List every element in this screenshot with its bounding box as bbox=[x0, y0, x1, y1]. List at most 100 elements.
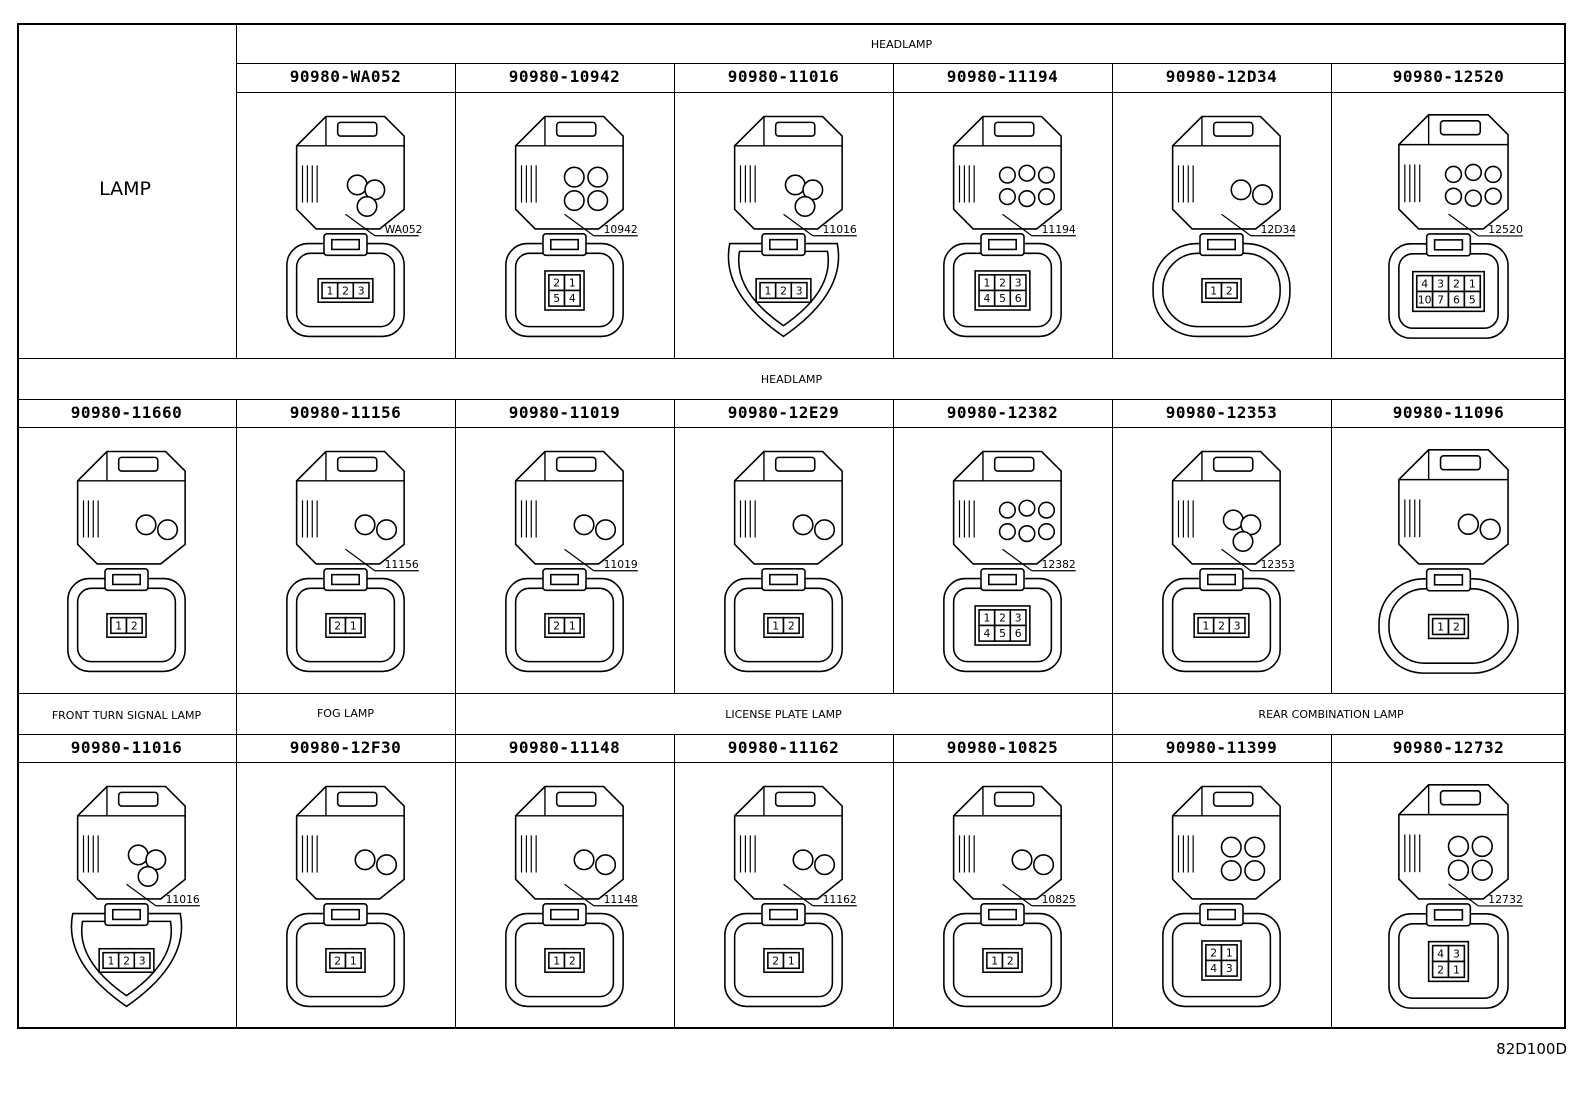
pin-number: 1 bbox=[983, 612, 990, 625]
connector-housing-drawing bbox=[76, 450, 186, 565]
pin-number: 5 bbox=[999, 292, 1006, 305]
grid-line bbox=[455, 399, 456, 693]
pin-number: 2 bbox=[1437, 963, 1444, 976]
pin-number: 1 bbox=[1437, 620, 1444, 633]
callout-label: 11019 bbox=[604, 558, 638, 571]
pin-number: 2 bbox=[123, 954, 130, 967]
connector-housing-drawing bbox=[733, 115, 843, 230]
pin-number: 5 bbox=[1469, 293, 1476, 306]
callout-label: 11156 bbox=[385, 558, 419, 571]
part-number: 90980-WA052 bbox=[289, 67, 402, 86]
grid-line bbox=[17, 427, 1566, 428]
connector-housing-drawing bbox=[1398, 114, 1509, 230]
part-number: 90980-12382 bbox=[946, 403, 1059, 422]
pin-number: 4 bbox=[569, 292, 576, 305]
section-fog-lamp: FOG LAMP bbox=[316, 707, 375, 720]
callout-leader: 11019 bbox=[564, 548, 638, 572]
pin-number: 2 bbox=[1210, 947, 1217, 960]
connector-housing-drawing bbox=[295, 785, 405, 900]
pin-number: 2 bbox=[342, 284, 349, 297]
connector-housing-drawing bbox=[514, 450, 624, 565]
part-number: 90980-10942 bbox=[508, 67, 621, 86]
pin-number: 3 bbox=[139, 954, 146, 967]
section-headlamp-row1: HEADLAMP bbox=[870, 38, 933, 51]
callout-leader: 11016 bbox=[783, 213, 857, 237]
grid-line bbox=[1112, 63, 1113, 358]
connector-housing-drawing bbox=[733, 785, 843, 900]
connector-housing-drawing bbox=[952, 450, 1062, 565]
pin-number: 2 bbox=[788, 619, 795, 632]
callout-label: 12732 bbox=[1488, 893, 1523, 906]
connector-chart bbox=[17, 23, 1566, 1029]
pin-cavity bbox=[782, 616, 800, 635]
pin-cavity bbox=[1220, 959, 1238, 977]
part-number: 90980-11096 bbox=[1392, 403, 1505, 422]
pin-number: 1 bbox=[1202, 619, 1209, 632]
pin-number: 2 bbox=[334, 954, 341, 967]
callout-label: 11194 bbox=[1042, 223, 1076, 236]
pin-number: 1 bbox=[350, 954, 357, 967]
part-number: 90980-10825 bbox=[946, 738, 1059, 757]
grid-line bbox=[674, 399, 675, 693]
grid-line bbox=[17, 693, 1566, 694]
pin-number: 2 bbox=[780, 284, 787, 297]
grid-line bbox=[893, 63, 894, 358]
pin-number: 1 bbox=[107, 954, 114, 967]
part-number: 90980-12D34 bbox=[1165, 67, 1278, 86]
connector-housing-drawing bbox=[295, 115, 405, 230]
grid-line bbox=[893, 399, 894, 693]
grid-line bbox=[1331, 734, 1332, 1029]
callout-leader: WA052 bbox=[345, 213, 423, 237]
pin-cavity bbox=[563, 616, 581, 635]
pin-number: 1 bbox=[991, 954, 998, 967]
callout-leader: 10825 bbox=[1002, 883, 1076, 907]
pin-number: 2 bbox=[1453, 620, 1460, 633]
pin-number: 5 bbox=[553, 292, 560, 305]
pin-number: 2 bbox=[1007, 954, 1014, 967]
part-number: 90980-11016 bbox=[70, 738, 183, 757]
pin-cavity bbox=[344, 951, 362, 970]
section-headlamp-row2: HEADLAMP bbox=[760, 373, 823, 386]
part-number: 90980-11016 bbox=[727, 67, 840, 86]
part-number: 90980-12353 bbox=[1165, 403, 1278, 422]
pin-cavity bbox=[790, 281, 808, 300]
callout-leader: 12520 bbox=[1448, 213, 1523, 237]
pin-number: 4 bbox=[1421, 278, 1428, 291]
grid-line bbox=[1112, 693, 1113, 1029]
part-number: 90980-11194 bbox=[946, 67, 1059, 86]
grid-line bbox=[17, 358, 1566, 359]
pin-cavity bbox=[1463, 290, 1482, 309]
pin-number: 1 bbox=[350, 619, 357, 632]
pin-number: 1 bbox=[764, 284, 771, 297]
pin-number: 4 bbox=[983, 292, 990, 305]
pin-number: 5 bbox=[999, 627, 1006, 640]
callout-label: 11148 bbox=[604, 893, 638, 906]
pin-cavity bbox=[1009, 289, 1027, 307]
pin-cavity bbox=[563, 951, 581, 970]
pin-cavity bbox=[1001, 951, 1019, 970]
pin-number: 3 bbox=[1437, 278, 1444, 291]
